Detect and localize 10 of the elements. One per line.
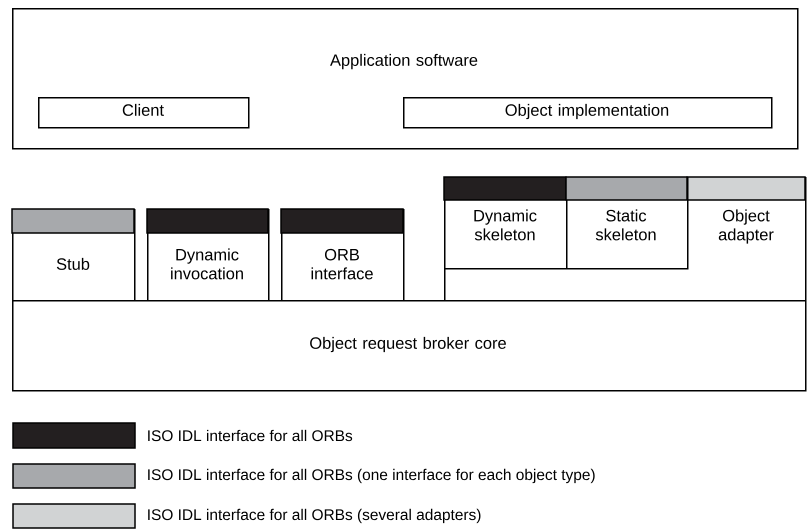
component-box: Static skeleton <box>565 176 688 270</box>
component-box: Object implementation <box>403 97 772 128</box>
component-box: Dynamic skeleton <box>443 176 568 270</box>
legend-text: ISO IDL interface for all ORBs (one interface for each object type) <box>148 468 595 484</box>
component-box: Dynamic invocation <box>146 208 270 302</box>
component-box: Client <box>38 97 250 128</box>
legend-text: ISO IDL interface for all ORBs <box>148 430 352 442</box>
legend-text: ISO IDL interface for all ORBs (several adapters) <box>148 508 480 524</box>
component-box: ORB interface <box>280 208 404 302</box>
component-box: Stub <box>11 208 136 302</box>
